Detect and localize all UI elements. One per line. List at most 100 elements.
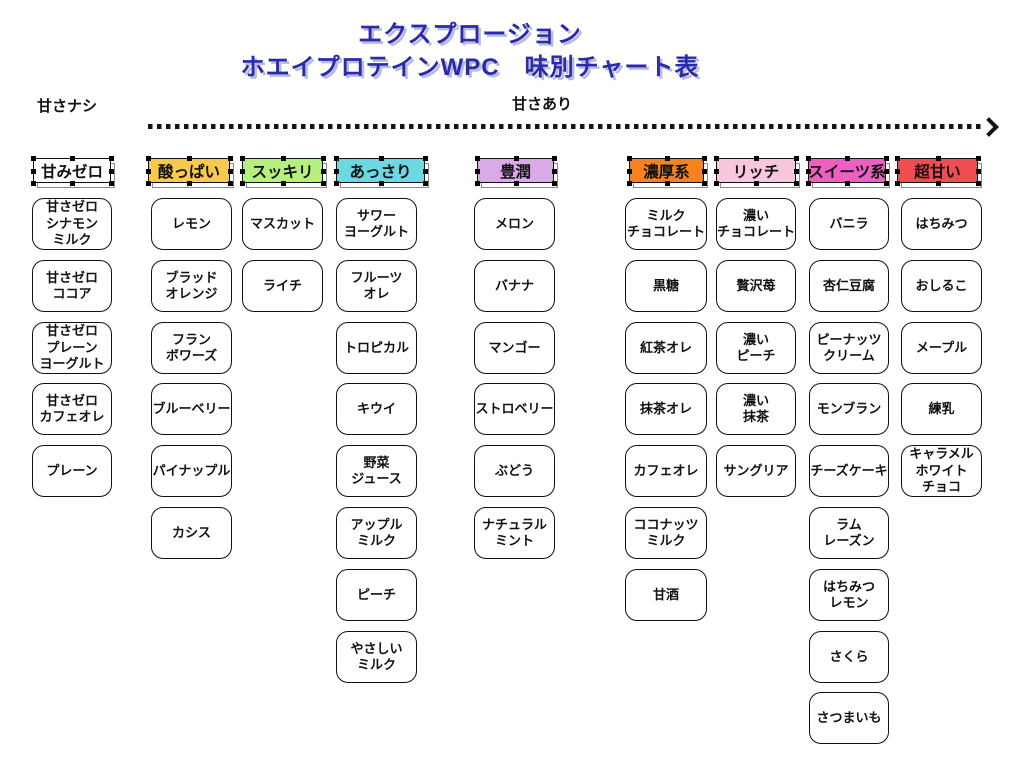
selection-handle[interactable] <box>475 156 480 161</box>
selection-handle[interactable] <box>884 181 889 186</box>
selection-handle[interactable] <box>240 169 245 174</box>
category-header[interactable]: スッキリ <box>242 158 323 183</box>
selection-handle[interactable] <box>321 169 326 174</box>
selection-handle[interactable] <box>187 156 192 161</box>
selection-handle[interactable] <box>754 181 759 186</box>
selection-handle[interactable] <box>31 181 36 186</box>
flavor-box[interactable]: ぶどう <box>474 445 555 497</box>
flavor-box[interactable]: 抹茶オレ <box>625 383 707 435</box>
selection-handle[interactable] <box>627 181 632 186</box>
flavor-box[interactable]: バニラ <box>809 198 889 250</box>
flavor-box[interactable]: アップル ミルク <box>336 507 417 559</box>
flavor-box[interactable]: 野菜 ジュース <box>336 445 417 497</box>
selection-handle[interactable] <box>146 181 151 186</box>
selection-handle[interactable] <box>475 181 480 186</box>
category-header[interactable]: 甘みゼロ <box>33 158 111 183</box>
selection-handle[interactable] <box>884 156 889 161</box>
selection-handle[interactable] <box>240 156 245 161</box>
flavor-box[interactable]: 濃い 抹茶 <box>716 383 796 435</box>
flavor-box[interactable]: 紅茶オレ <box>625 322 707 374</box>
flavor-box[interactable]: キウイ <box>336 383 417 435</box>
selection-handle[interactable] <box>884 169 889 174</box>
flavor-box[interactable]: 甘さゼロ ココア <box>32 260 112 312</box>
flavor-box[interactable]: ピーチ <box>336 569 417 621</box>
flavor-box[interactable]: さつまいも <box>809 692 889 744</box>
flavor-box[interactable]: 杏仁豆腐 <box>809 260 889 312</box>
selection-handle[interactable] <box>976 156 981 161</box>
flavor-box[interactable]: さくら <box>809 631 889 683</box>
selection-handle[interactable] <box>895 181 900 186</box>
flavor-box[interactable]: おしるこ <box>901 260 982 312</box>
category-header[interactable]: スイーツ系 <box>808 158 886 183</box>
flavor-box[interactable]: カフェオレ <box>625 445 707 497</box>
category-header[interactable]: 豊潤 <box>477 158 554 183</box>
selection-handle[interactable] <box>146 156 151 161</box>
selection-handle[interactable] <box>794 181 799 186</box>
selection-handle[interactable] <box>281 156 286 161</box>
flavor-box[interactable]: キャラメル ホワイト チョコ <box>901 445 982 497</box>
selection-handle[interactable] <box>627 169 632 174</box>
flavor-box[interactable]: やさしい ミルク <box>336 631 417 683</box>
flavor-box[interactable]: ココナッツ ミルク <box>625 507 707 559</box>
selection-handle[interactable] <box>794 156 799 161</box>
selection-handle[interactable] <box>702 156 707 161</box>
selection-handle[interactable] <box>146 169 151 174</box>
selection-handle[interactable] <box>228 169 233 174</box>
selection-handle[interactable] <box>240 181 245 186</box>
selection-handle[interactable] <box>31 169 36 174</box>
flavor-box[interactable]: 甘酒 <box>625 569 707 621</box>
flavor-box[interactable]: バナナ <box>474 260 555 312</box>
selection-handle[interactable] <box>806 169 811 174</box>
flavor-box[interactable]: フラン ボワーズ <box>151 322 232 374</box>
flavor-box[interactable]: マンゴー <box>474 322 555 374</box>
flavor-box[interactable]: メロン <box>474 198 555 250</box>
flavor-box[interactable]: 濃い ピーチ <box>716 322 796 374</box>
flavor-box[interactable]: サワー ヨーグルト <box>336 198 417 250</box>
selection-handle[interactable] <box>794 169 799 174</box>
selection-handle[interactable] <box>321 156 326 161</box>
flavor-box[interactable]: トロピカル <box>336 322 417 374</box>
selection-handle[interactable] <box>423 181 428 186</box>
selection-handle[interactable] <box>702 181 707 186</box>
selection-handle[interactable] <box>187 181 192 186</box>
flavor-box[interactable]: サングリア <box>716 445 796 497</box>
category-header[interactable]: 濃厚系 <box>629 158 704 183</box>
selection-handle[interactable] <box>379 181 384 186</box>
selection-handle[interactable] <box>109 181 114 186</box>
selection-handle[interactable] <box>379 156 384 161</box>
flavor-box[interactable]: カシス <box>151 507 232 559</box>
selection-handle[interactable] <box>976 169 981 174</box>
selection-handle[interactable] <box>514 181 519 186</box>
category-header[interactable]: 酸っぱい <box>148 158 230 183</box>
selection-handle[interactable] <box>109 156 114 161</box>
flavor-box[interactable]: はちみつ <box>901 198 982 250</box>
selection-handle[interactable] <box>806 156 811 161</box>
selection-handle[interactable] <box>321 181 326 186</box>
selection-handle[interactable] <box>895 169 900 174</box>
selection-handle[interactable] <box>475 169 480 174</box>
selection-handle[interactable] <box>334 156 339 161</box>
selection-handle[interactable] <box>70 181 75 186</box>
flavor-box[interactable]: 甘さゼロ カフェオレ <box>32 383 112 435</box>
selection-handle[interactable] <box>895 156 900 161</box>
selection-handle[interactable] <box>936 156 941 161</box>
selection-handle[interactable] <box>423 169 428 174</box>
flavor-box[interactable]: ナチュラル ミント <box>474 507 555 559</box>
flavor-box[interactable]: ライチ <box>242 260 323 312</box>
selection-handle[interactable] <box>702 169 707 174</box>
selection-handle[interactable] <box>109 169 114 174</box>
flavor-box[interactable]: ミルク チョコレート <box>625 198 707 250</box>
flavor-box[interactable]: ラム レーズン <box>809 507 889 559</box>
selection-handle[interactable] <box>334 181 339 186</box>
selection-handle[interactable] <box>70 156 75 161</box>
flavor-box[interactable]: 甘さゼロ シナモン ミルク <box>32 198 112 250</box>
selection-handle[interactable] <box>552 156 557 161</box>
flavor-box[interactable]: 黒糖 <box>625 260 707 312</box>
category-header[interactable]: あっさり <box>336 158 425 183</box>
category-header[interactable]: 超甘い <box>897 158 978 183</box>
selection-handle[interactable] <box>714 169 719 174</box>
flavor-box[interactable]: ブルーベリー <box>151 383 232 435</box>
flavor-box[interactable]: チーズケーキ <box>809 445 889 497</box>
category-header[interactable]: リッチ <box>716 158 796 183</box>
selection-handle[interactable] <box>665 156 670 161</box>
